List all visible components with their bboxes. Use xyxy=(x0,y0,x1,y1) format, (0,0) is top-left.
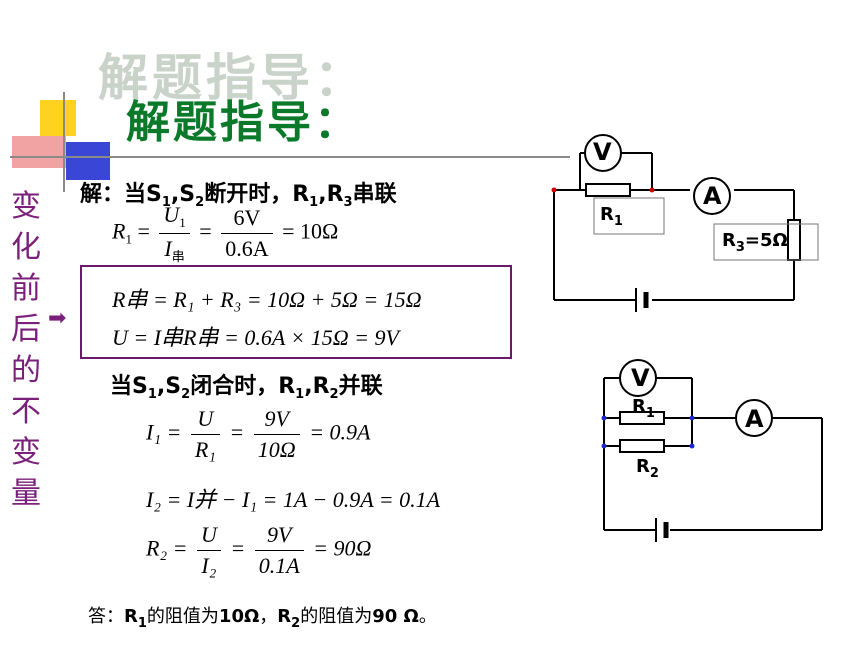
side-char: 不 xyxy=(11,394,41,429)
ammeter-icon xyxy=(693,177,731,215)
side-char: 变 xyxy=(11,189,41,224)
decor-vline xyxy=(63,92,65,192)
decor-hline xyxy=(10,156,570,158)
decor-square-blue xyxy=(66,142,110,180)
decor-square-yellow xyxy=(40,100,76,136)
decor-square-red xyxy=(12,136,66,168)
circuit1-r1-label: R1 xyxy=(600,204,623,229)
resistor-r1 xyxy=(619,411,665,425)
side-char: 变 xyxy=(11,435,41,470)
circuit2-voltmeter-label: V xyxy=(631,364,650,392)
resistor-r1 xyxy=(585,183,631,197)
voltmeter-icon xyxy=(584,134,622,172)
page-title: 解题指导： xyxy=(126,97,361,148)
resistor-r2 xyxy=(619,439,665,453)
answer-line: 答：R1的阻值为10Ω，R2的阻值为90 Ω。 xyxy=(88,606,437,631)
side-char: 的 xyxy=(11,353,41,388)
highlight-box xyxy=(80,265,512,359)
arrow-icon: ➡ xyxy=(48,306,67,331)
circuit-diagram-parallel xyxy=(601,359,823,542)
part2-eq2: I₂ = I并 − I₁ = 1A − 0.9A = 0.1A xyxy=(146,487,441,512)
side-char: 量 xyxy=(11,476,41,511)
part1-box-eq1: R串 = R₁ + R₃ = 10Ω + 5Ω = 15Ω xyxy=(112,287,422,312)
resistor-r3 xyxy=(787,219,801,261)
side-char: 前 xyxy=(11,271,41,306)
circuit2-r1-label: R1 xyxy=(632,396,655,421)
part2-intro: 当S1,S2闭合时，R1,R2并联 xyxy=(110,374,383,402)
ammeter-icon xyxy=(735,399,773,437)
circuit2-r2-label: R2 xyxy=(636,456,659,481)
circuit1-r3-label: R3=5Ω xyxy=(722,230,788,255)
circuit2-ammeter-label: A xyxy=(745,405,764,433)
side-label: 变 化 前 后 的 不 变 量 xyxy=(8,186,44,514)
part1-intro: 解：当S1,S2断开时，R1,R3串联 xyxy=(80,182,397,210)
circuit-diagram-series xyxy=(551,134,819,312)
circuit1-voltmeter-label: V xyxy=(593,138,612,166)
title-shadow: 解题指导： xyxy=(98,49,368,107)
part1-box-eq2: U = I串R串 = 0.6A × 15Ω = 9V xyxy=(112,325,399,350)
circuit1-ammeter-label: A xyxy=(703,182,722,210)
voltmeter-icon xyxy=(619,359,657,397)
side-char: 后 xyxy=(11,312,41,347)
side-char: 化 xyxy=(11,230,41,265)
